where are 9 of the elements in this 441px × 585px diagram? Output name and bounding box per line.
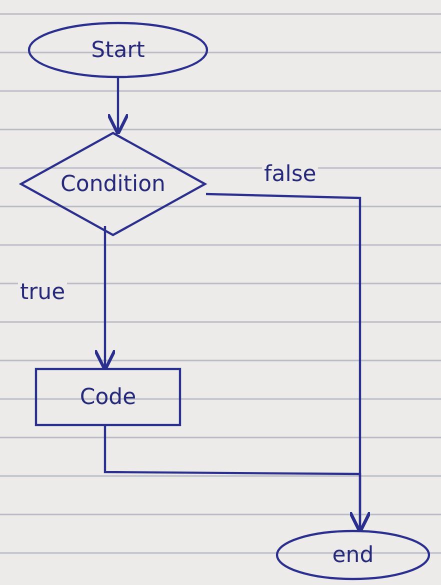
- node-label: end: [332, 542, 374, 568]
- terminal-ellipse: [276, 530, 430, 580]
- arrow: [106, 78, 130, 136]
- node-label: Code: [80, 384, 136, 410]
- node-label: Condition: [60, 172, 166, 196]
- node-label: Start: [91, 38, 145, 62]
- terminal-ellipse: [28, 22, 208, 78]
- decision-diamond: [20, 132, 206, 236]
- process-box: [35, 368, 181, 426]
